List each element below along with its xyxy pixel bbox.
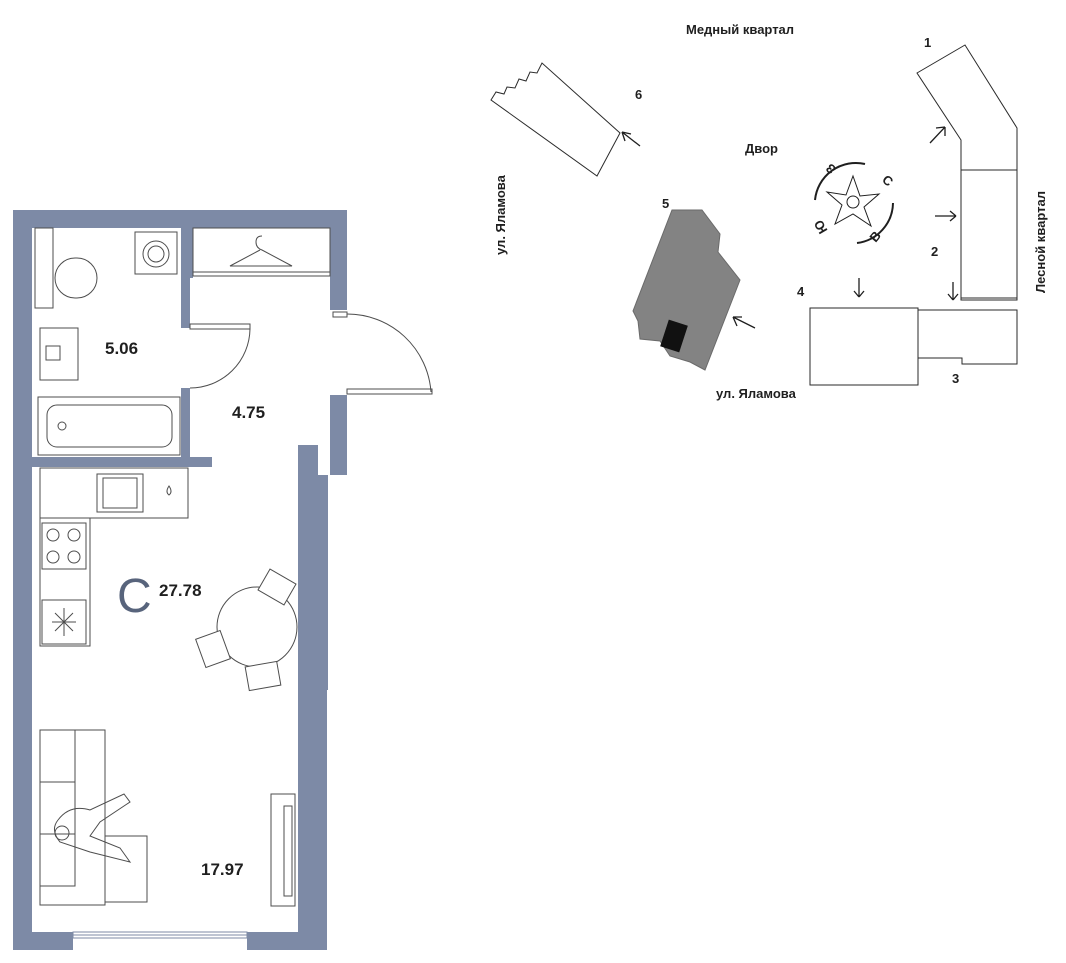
- chair-bottom: [244, 660, 282, 692]
- arrow-icon: [929, 126, 946, 144]
- arrow-icon: [621, 131, 641, 147]
- entry-jamb-top: [332, 311, 348, 318]
- kitchen: [39, 467, 189, 647]
- bathroom-fixtures: [34, 227, 181, 456]
- entrance-arrows: [621, 126, 959, 329]
- entry-door-swing: [346, 313, 432, 393]
- apartment-location-marker: [660, 319, 688, 353]
- bath-door-swing: [189, 328, 251, 389]
- wall-bath-bottom: [32, 457, 212, 467]
- building-2: [960, 169, 1018, 299]
- compass-north: С: [879, 172, 896, 190]
- apartment-type-letter: С: [117, 570, 152, 623]
- water-drop-icon: [166, 485, 172, 496]
- chair-top: [257, 568, 297, 606]
- bath-shelf: [34, 227, 54, 309]
- toilet-icon: [54, 257, 98, 299]
- wall-top: [13, 210, 347, 228]
- tv-stand: [270, 793, 296, 907]
- site-plan: Медный квартал Двор ул. Яламова ул. Ялам…: [490, 22, 1048, 401]
- stove-icon: [41, 522, 87, 570]
- building-6: [490, 62, 621, 177]
- building-number-2: 2: [931, 244, 938, 259]
- wall-right-step-a: [318, 475, 328, 690]
- bathroom-area-label: 5.06: [105, 339, 138, 358]
- dining-set: [195, 568, 298, 692]
- street-left-label: ул. Яламова: [493, 174, 508, 255]
- compass-west: З: [823, 160, 839, 177]
- total-area-label: 27.78: [159, 581, 202, 600]
- bath-door-leaf: [189, 323, 251, 330]
- arrow-icon: [732, 316, 756, 329]
- wall-right-mid: [330, 395, 347, 475]
- building-3: [916, 309, 1018, 365]
- living-area-label: 17.97: [201, 860, 244, 879]
- sofa-ottoman: [104, 835, 148, 903]
- sofa: [39, 729, 148, 906]
- wall-right-upper: [330, 210, 347, 310]
- wall-closet: [190, 228, 193, 278]
- wall-right-step-b: [305, 690, 327, 940]
- building-4: [809, 307, 919, 386]
- kitchen-sink-icon: [96, 473, 144, 513]
- wardrobe: [192, 227, 331, 277]
- apartment-plan: 5.06 4.75 С 27.78 17.97: [13, 210, 433, 950]
- compass-rose: С В Ю З: [811, 160, 897, 244]
- window-bottom: [72, 931, 248, 939]
- arrow-icon: [947, 282, 959, 301]
- compass-south: Ю: [811, 217, 831, 236]
- bath-sink-icon: [39, 327, 79, 381]
- arrow-icon: [935, 210, 957, 222]
- building-number-5: 5: [662, 196, 669, 211]
- hall-area-label: 4.75: [232, 403, 265, 422]
- hanger-icon: [229, 235, 293, 267]
- entry-door-leaf: [346, 388, 433, 395]
- wall-bath-right-lower: [181, 388, 190, 460]
- building-number-1: 1: [924, 35, 931, 50]
- north-block-label: Медный квартал: [686, 22, 794, 37]
- building-5: [632, 209, 741, 371]
- east-block-label: Лесной квартал: [1033, 191, 1048, 293]
- fridge-icon: [41, 599, 87, 645]
- street-bottom-label: ул. Яламова: [716, 386, 797, 401]
- wall-bottom-left: [13, 932, 73, 950]
- yard-label: Двор: [745, 141, 778, 156]
- kitchen-counter: [39, 467, 189, 519]
- kitchen-counter-side: [39, 517, 91, 647]
- washing-machine-icon: [134, 231, 178, 275]
- chair-left: [195, 629, 231, 669]
- building-number-3: 3: [952, 371, 959, 386]
- building-number-4: 4: [797, 284, 805, 299]
- person-relaxing-icon: [54, 793, 132, 863]
- wall-left: [13, 210, 32, 950]
- walls: [13, 210, 347, 950]
- snowflake-icon: [52, 608, 76, 636]
- bathtub-icon: [37, 396, 181, 456]
- wall-bath-right: [181, 228, 190, 328]
- building-number-6: 6: [635, 87, 642, 102]
- compass-star-icon: [825, 174, 881, 228]
- arrow-icon: [853, 278, 865, 298]
